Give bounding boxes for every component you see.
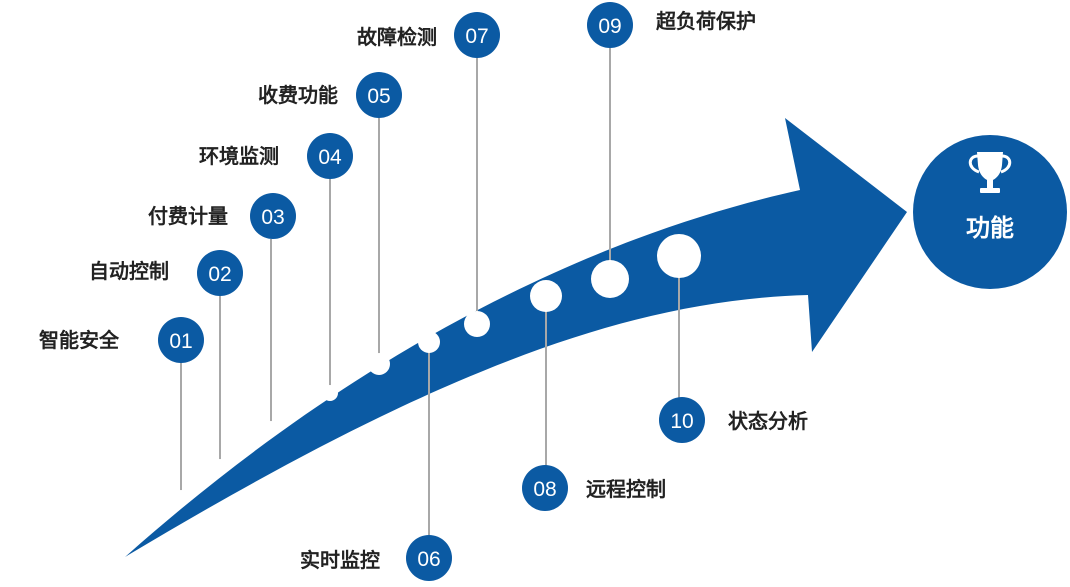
badge-number: 07 — [465, 25, 488, 48]
dot-03 — [264, 421, 278, 435]
dot-06 — [418, 331, 440, 353]
badge-number: 01 — [169, 330, 192, 353]
dot-01 — [174, 490, 188, 504]
badge-number: 08 — [533, 478, 556, 501]
dot-02 — [213, 459, 227, 473]
growth-arrow — [125, 118, 907, 557]
feature-label-01: 智能安全 — [39, 328, 120, 352]
hub-title: 功能 — [966, 214, 1014, 242]
badge-04: 04 — [307, 133, 353, 179]
dot-08 — [530, 280, 562, 312]
badge-number: 03 — [261, 206, 284, 229]
badge-02: 02 — [197, 250, 243, 296]
badge-07: 07 — [454, 12, 500, 58]
badge-06: 06 — [406, 535, 452, 581]
feature-label-08: 远程控制 — [586, 477, 666, 501]
badge-01: 01 — [158, 317, 204, 363]
feature-label-05: 收费功能 — [258, 83, 338, 107]
feature-label-09: 超负荷保护 — [655, 9, 756, 33]
badge-number: 05 — [367, 85, 390, 108]
trophy-icon — [968, 152, 1012, 193]
feature-label-04: 环境监测 — [199, 144, 279, 168]
dot-10 — [657, 234, 701, 278]
badge-number: 10 — [670, 410, 693, 433]
dot-09 — [591, 260, 629, 298]
dot-04 — [322, 385, 338, 401]
badge-08: 08 — [522, 465, 568, 511]
badge-09: 09 — [587, 2, 633, 48]
badge-number: 02 — [208, 263, 231, 286]
badge-number: 04 — [318, 146, 342, 169]
dot-05 — [368, 353, 390, 375]
badge-number: 06 — [417, 548, 440, 571]
feature-label-07: 故障检测 — [357, 25, 437, 49]
feature-label-06: 实时监控 — [300, 548, 380, 572]
feature-label-03: 付费计量 — [148, 204, 228, 228]
hub-circle: 功能 — [913, 135, 1067, 289]
badge-number: 09 — [598, 15, 621, 38]
badge-05: 05 — [356, 72, 402, 118]
dot-07 — [464, 311, 490, 337]
badge-03: 03 — [250, 193, 296, 239]
feature-label-02: 自动控制 — [89, 259, 169, 283]
feature-label-10: 状态分析 — [728, 409, 808, 433]
badge-10: 10 — [659, 397, 705, 443]
